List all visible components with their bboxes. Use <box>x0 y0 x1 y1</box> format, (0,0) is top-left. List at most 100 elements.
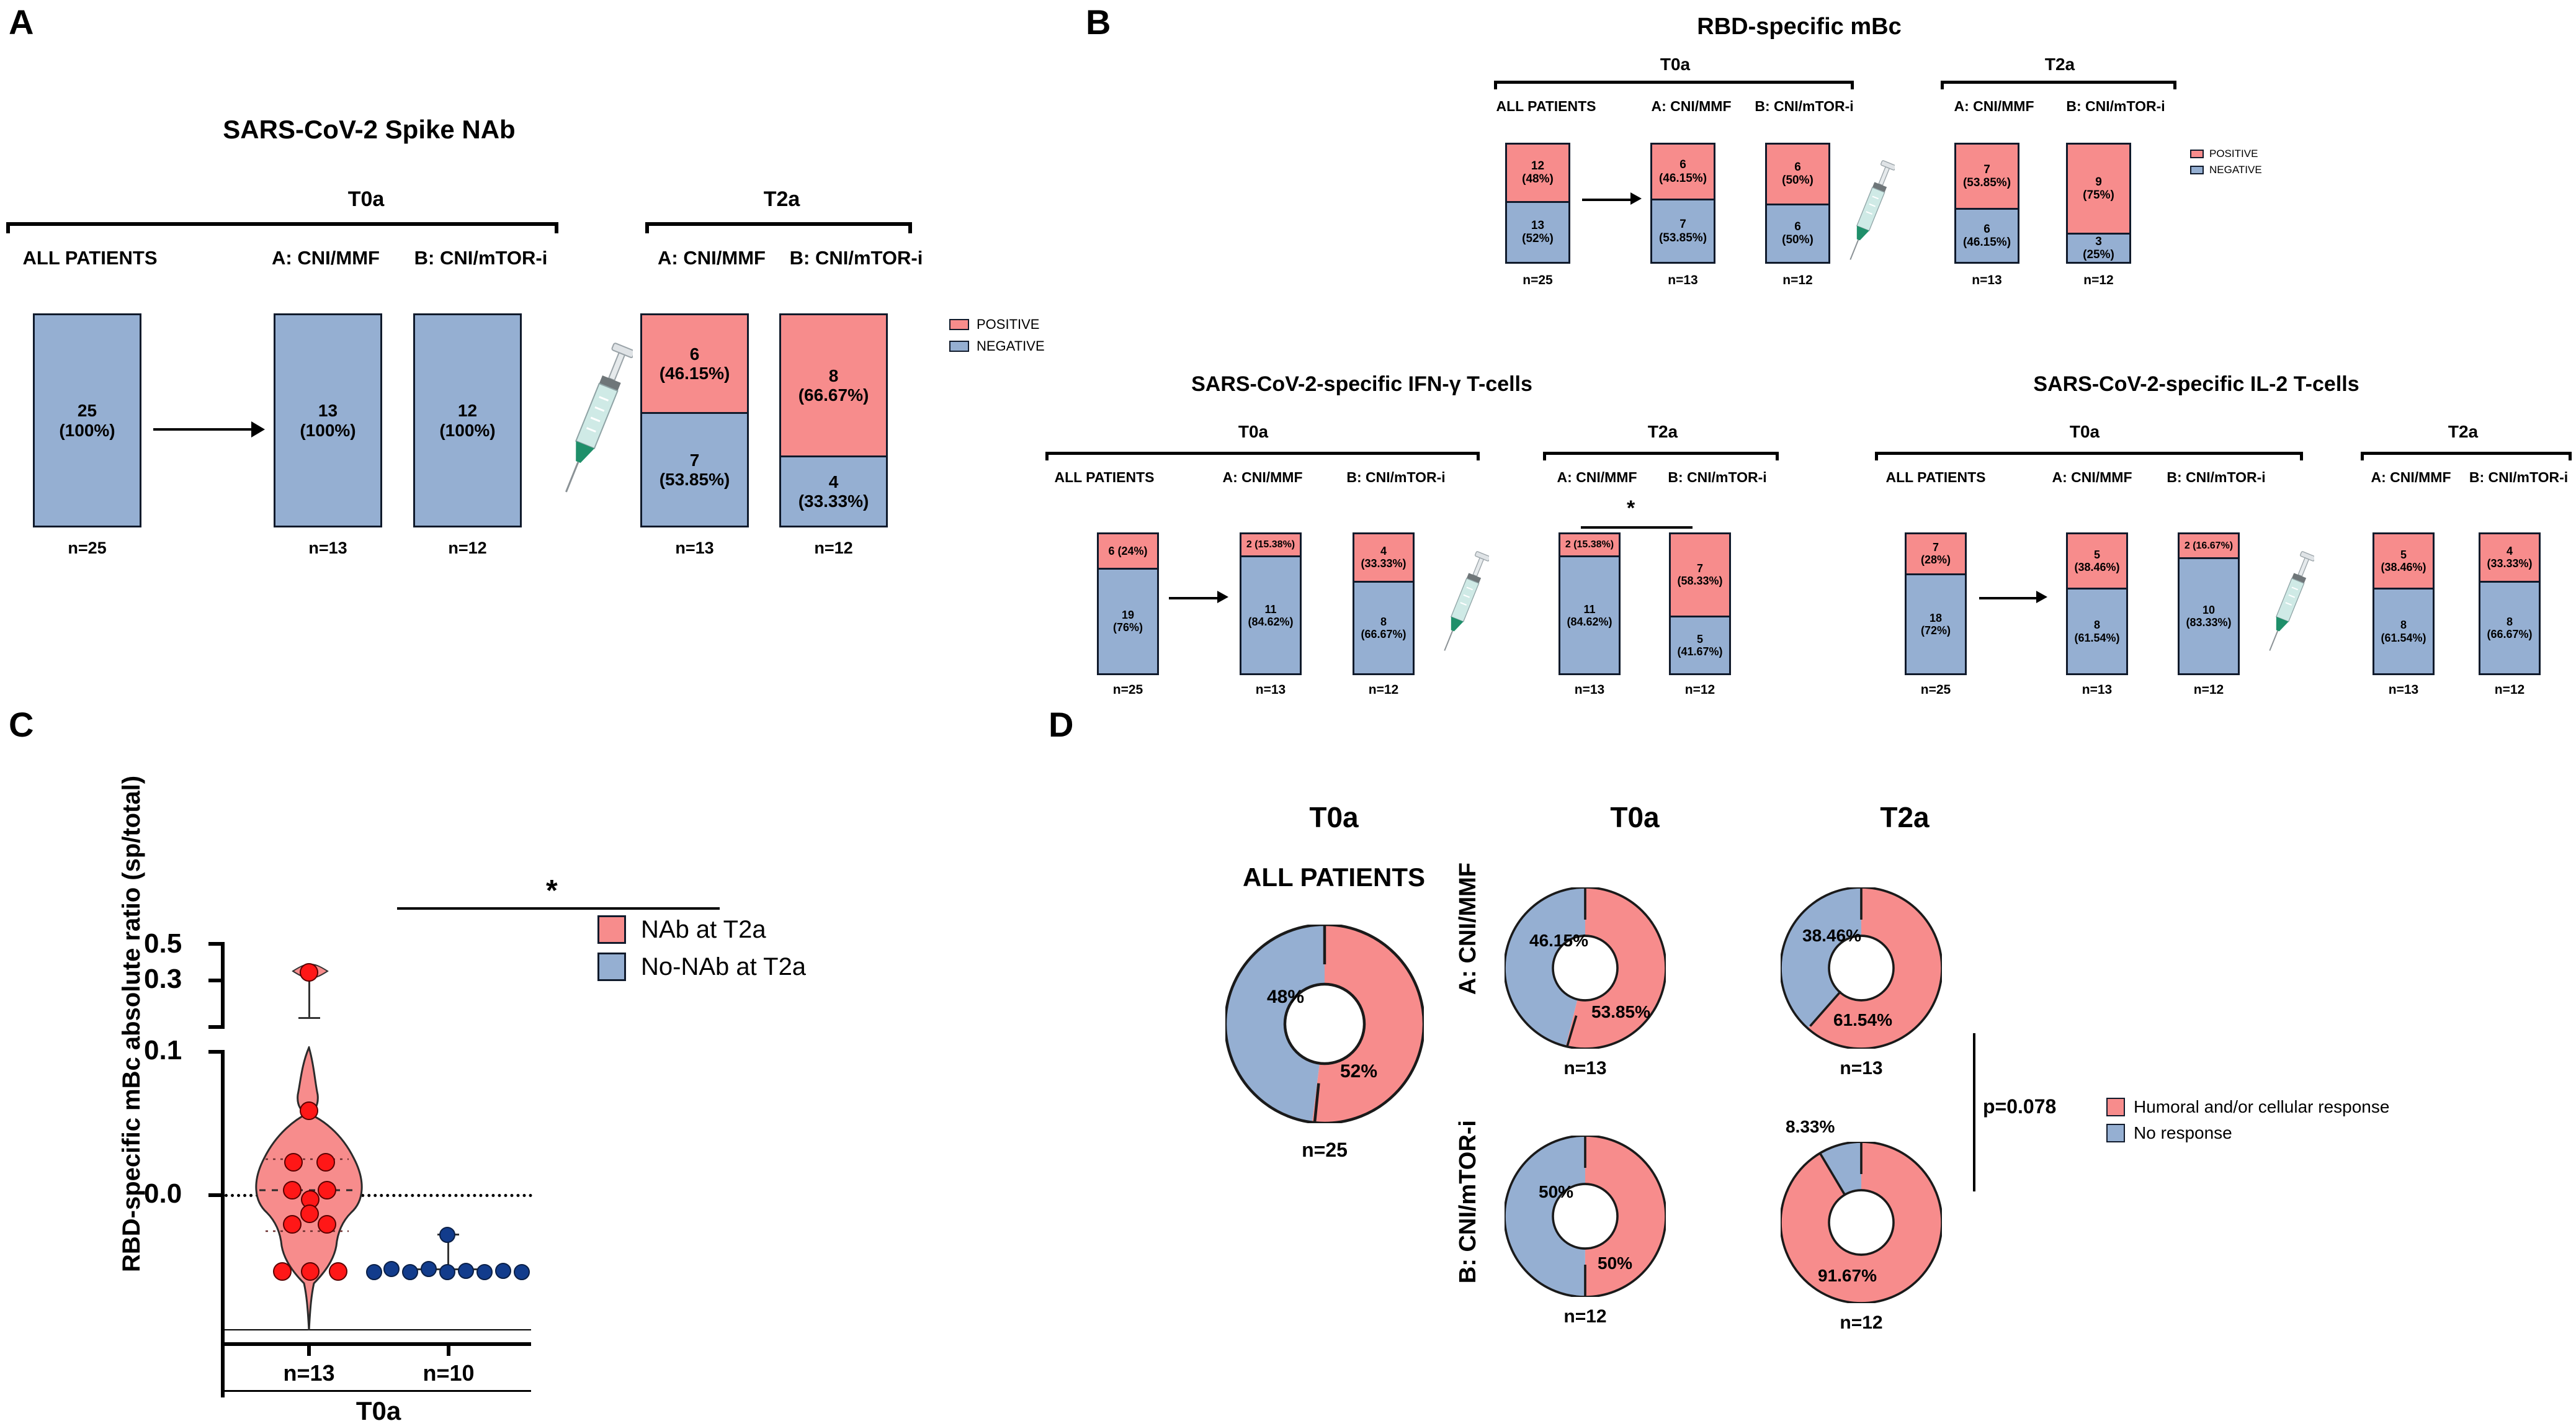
panel-b-il2-n-b-t0a: n=12 <box>2193 683 2224 697</box>
panel-d-row-label-a: A: CNI/MMF <box>1455 863 1481 995</box>
panel-b-rbd-n-all-t0a: n=25 <box>1523 273 1553 287</box>
panel-d-label-a-t0a-blue: 46.15% <box>1529 931 1588 950</box>
panel-c-zero-line <box>225 1194 532 1197</box>
panel-a-bar-all-t0a: 25 (100%) <box>33 313 141 527</box>
legend-row-response: Humoral and/or cellular response <box>2106 1097 2389 1117</box>
panel-d-label-a-t2a-blue: 38.46% <box>1802 926 1861 945</box>
panel-b-ifng-t0a-bracket <box>1045 452 1480 460</box>
panel-b-letter: B <box>1086 2 1111 42</box>
legend-row-negative: NEGATIVE <box>2190 164 2262 176</box>
panel-a-n-all-t0a: n=25 <box>68 539 107 557</box>
panel-c-datapoint-nab <box>318 1215 336 1234</box>
panel-b-ifng-bar-b-t2a: 7 (58.33%) 5 (41.67%) <box>1669 532 1731 675</box>
panel-c-ylabel-0.5: 0.5 <box>144 928 182 959</box>
legend-row-positive: POSITIVE <box>2190 148 2262 160</box>
legend-label-response: Humoral and/or cellular response <box>2134 1097 2390 1116</box>
panel-b-rbd-t2a-group-a: A: CNI/MMF <box>1954 98 2034 114</box>
panel-d-label-b-t0a-blue: 50% <box>1539 1182 1574 1201</box>
bar-segment-negative: 8 (66.67%) <box>2480 580 2539 673</box>
panel-d-label-all-t0a-red: 52% <box>1340 1061 1378 1082</box>
panel-c-datapoint-nab <box>318 1181 336 1200</box>
panel-c-yaxis-lower <box>221 1050 225 1397</box>
legend-swatch-positive <box>2190 150 2204 158</box>
panel-b-rbd-bar-a-t0a: 6 (46.15%) 7 (53.85%) <box>1650 143 1715 264</box>
panel-a-group-a: A: CNI/MMF <box>272 247 380 269</box>
panel-d-row-label-b: B: CNI/mTOR-i <box>1455 1120 1481 1284</box>
panel-d-col3-title: T2a <box>1880 801 1930 833</box>
panel-c-legend: NAb at T2a No-NAb at T2a <box>597 915 806 981</box>
panel-b-rbd-t0a-label: T0a <box>1660 55 1691 74</box>
panel-b-ifng-n-a-t0a: n=13 <box>1255 683 1286 697</box>
bar-segment-positive: 5 (38.46%) <box>2374 534 2433 588</box>
panel-c-ytick-0.0 <box>208 1193 225 1197</box>
bar-segment-positive: 2 (15.38%) <box>1241 534 1300 556</box>
panel-c-datapoint-nonab <box>476 1264 493 1280</box>
panel-a-n-b-t0a: n=12 <box>448 539 487 557</box>
panel-a-bar-a-t2a: 6 (46.15%) 7 (53.85%) <box>640 313 749 527</box>
panel-c-xaxis <box>221 1342 531 1346</box>
bar-segment-positive: 5 (38.46%) <box>2068 534 2126 588</box>
panel-c-datapoint-nab <box>329 1262 347 1281</box>
bar-segment-negative: 13 (100%) <box>275 315 380 526</box>
bar-segment-positive: 6 (46.15%) <box>642 315 747 413</box>
legend-label-negative: NEGATIVE <box>2209 164 2262 176</box>
panel-b-rbd-group-b: B: CNI/mTOR-i <box>1755 98 1854 114</box>
panel-b-il2-n-a-t0a: n=13 <box>2082 683 2113 697</box>
panel-d-label-a-t2a-red: 61.54% <box>1833 1010 1892 1029</box>
panel-c-datapoint-nonab <box>366 1264 382 1280</box>
panel-b-ifng-bar-a-t0a: 2 (15.38%) 11 (84.62%) <box>1240 532 1302 675</box>
panel-a-title: SARS-CoV-2 Spike NAb <box>223 115 516 144</box>
panel-b-rbd-title: RBD-specific mBc <box>1697 14 1902 40</box>
panel-b-rbd-n-b-t0a: n=12 <box>1782 273 1813 287</box>
legend-swatch-negative <box>2190 166 2204 174</box>
panel-b-il2-t2a-label: T2a <box>2448 422 2479 441</box>
panel-b-ifng-arrow-line <box>1169 597 1222 599</box>
panel-c-datapoint-nonab <box>421 1261 437 1277</box>
panel-c-datapoint-nab <box>300 1101 318 1120</box>
panel-a-group-all: ALL PATIENTS <box>22 247 158 269</box>
panel-b-rbd-n-b-t2a: n=12 <box>2083 273 2114 287</box>
panel-b-rbd-arrow-line <box>1582 199 1635 201</box>
panel-a-t0a-bracket <box>6 222 558 233</box>
panel-c-outlier-cap <box>298 1017 320 1019</box>
panel-c-nonab-whisker <box>447 1235 449 1269</box>
panel-a-n-b-t2a: n=12 <box>814 539 853 557</box>
panel-a-t0a-label: T0a <box>347 187 385 211</box>
panel-b-rbd-arrow-head <box>1630 192 1642 205</box>
panel-c-datapoint-nab <box>283 1215 302 1234</box>
panel-b-il2-n-a-t2a: n=13 <box>2388 683 2419 697</box>
panel-a-n-a-t2a: n=13 <box>675 539 714 557</box>
panel-c-xtick-2 <box>447 1342 450 1356</box>
panel-b-rbd-n-a-t0a: n=13 <box>1668 273 1698 287</box>
panel-c-datapoint-nab <box>284 1153 303 1172</box>
panel-d-label-b-t2a-red: 91.67% <box>1818 1266 1877 1285</box>
bar-segment-negative: 10 (83.33%) <box>2180 557 2238 673</box>
panel-c-ylabel-0.3: 0.3 <box>144 964 182 994</box>
panel-b-rbd-t0a-bracket <box>1494 81 1854 89</box>
panel-b-ifng-n-b-t0a: n=12 <box>1368 683 1399 697</box>
panel-c-ylabel-0.1: 0.1 <box>144 1035 182 1065</box>
panel-d-letter: D <box>1049 705 1074 744</box>
panel-b-rbd-n-a-t2a: n=13 <box>1972 273 2002 287</box>
bar-segment-negative: 25 (100%) <box>35 315 140 526</box>
legend-swatch-positive <box>949 319 969 330</box>
panel-b-rbd-t2a-bracket <box>1941 81 2176 89</box>
syringe-icon <box>2269 551 2314 651</box>
panel-b-ifng-significance-bar <box>1581 526 1693 529</box>
panel-c-outlier-whisker <box>308 970 310 1018</box>
panel-c-xtick-1 <box>307 1342 311 1356</box>
panel-b-il2-t2a-group-a: A: CNI/MMF <box>2371 469 2451 485</box>
panel-c-datapoint-nonab <box>439 1227 455 1243</box>
panel-c-significance-bar <box>397 907 720 910</box>
panel-c-datapoint-nab <box>300 963 318 982</box>
bar-segment-positive: 7 (28%) <box>1907 534 1965 573</box>
legend-row-negative: NEGATIVE <box>949 338 1045 354</box>
panel-b-rbd-group-all: ALL PATIENTS <box>1496 98 1596 114</box>
panel-b-il2-bar-all-t0a: 7 (28%) 18 (72%) <box>1905 532 1967 675</box>
panel-d-col1-title: T0a <box>1309 801 1359 833</box>
panel-c-violin-nab <box>255 1046 363 1331</box>
panel-a-bar-b-t0a: 12 (100%) <box>413 313 522 527</box>
panel-c-n-group2: n=10 <box>423 1360 475 1386</box>
panel-b-ifng-significance-star: * <box>1627 496 1635 520</box>
legend-label-nonab: No-NAb at T2a <box>641 953 807 980</box>
